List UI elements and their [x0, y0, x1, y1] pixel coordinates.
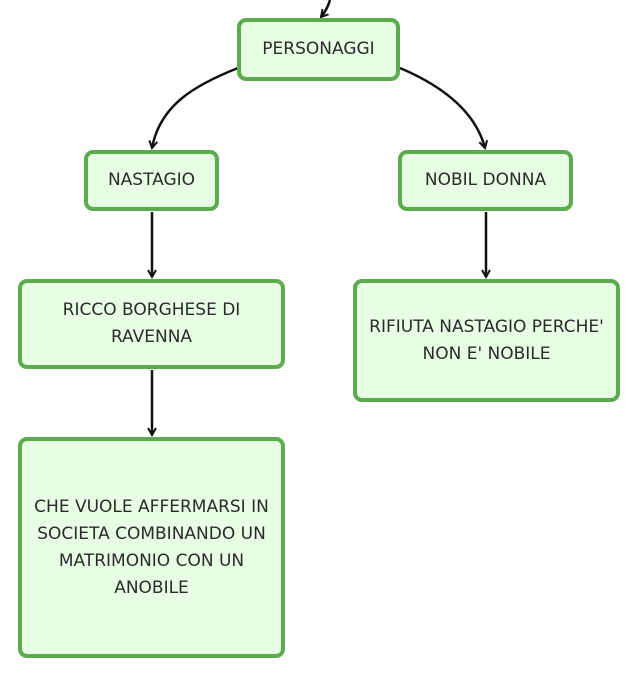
edge-personaggi-to-nobil-donna [399, 66, 485, 148]
node-rifiuta-nastagio-label: RIFIUTA NASTAGIO PERCHE' NON E' NOBILE [369, 316, 604, 364]
edge-top-to-personaggi [321, 0, 332, 17]
node-nastagio[interactable]: NASTAGIO [84, 150, 219, 211]
node-personaggi[interactable]: PERSONAGGI [237, 18, 400, 81]
node-nobil-donna[interactable]: NOBIL DONNA [398, 150, 573, 211]
node-personaggi-label: PERSONAGGI [262, 39, 375, 59]
node-ricco-borghese[interactable]: RICCO BORGHESE DI RAVENNA [18, 279, 285, 369]
edge-personaggi-to-nastagio [152, 66, 239, 148]
node-nobil-donna-label: NOBIL DONNA [424, 170, 547, 190]
node-che-vuole-affermarsi[interactable]: CHE VUOLE AFFERMARSI IN SOCIETA COMBINAN… [18, 437, 285, 658]
node-ricco-borghese-label: RICCO BORGHESE DI RAVENNA [62, 300, 241, 347]
node-nastagio-label: NASTAGIO [107, 170, 196, 190]
node-che-vuole-affermarsi-label: CHE VUOLE AFFERMARSI IN SOCIETA COMBINAN… [34, 496, 269, 598]
node-rifiuta-nastagio[interactable]: RIFIUTA NASTAGIO PERCHE' NON E' NOBILE [353, 279, 620, 402]
